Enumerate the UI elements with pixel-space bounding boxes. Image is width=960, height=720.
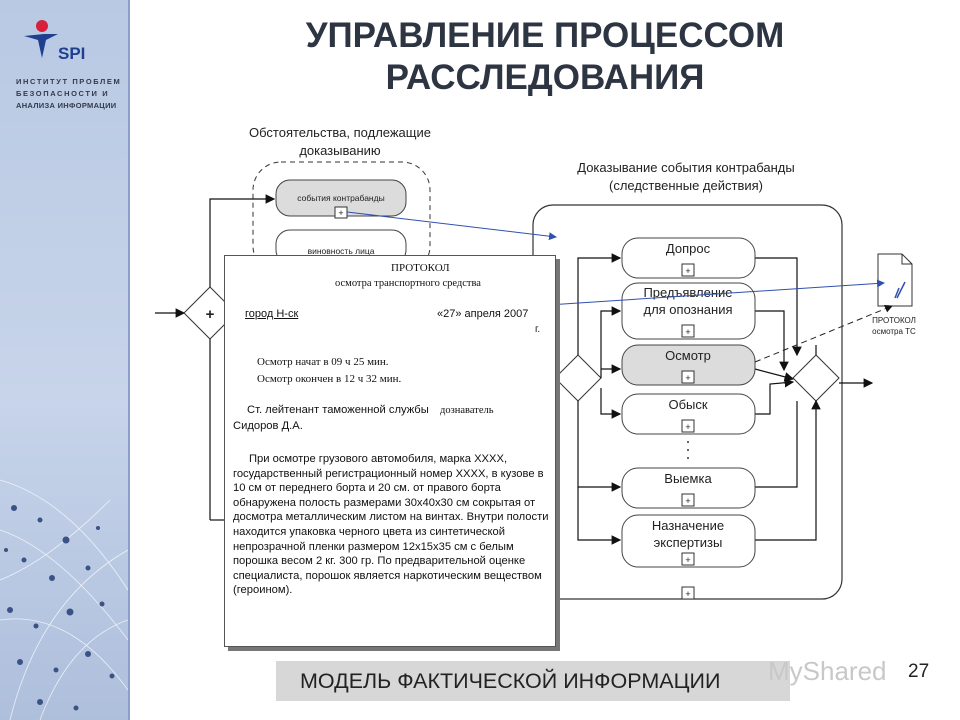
action-plus-markers [681,263,695,600]
protocol-officer-name: Сидоров Д.А. [233,420,303,432]
network-globe-decoration [0,479,128,720]
circ-box-guilt-label: виновность лица [308,246,375,256]
protocol-date: «27» апреля 2007 [437,308,529,320]
action-expertise-line-2: экспертизы [654,535,723,550]
plus-6: + [685,555,690,565]
split-branches [577,253,622,545]
plus-7: + [685,589,690,599]
circ-plus-mark: + [338,208,343,218]
link-events-to-proof [346,211,557,241]
link-protocol-to-document [547,279,885,306]
institute-line-1: ИНСТИТУТ ПРОБЛЕМ [16,77,122,86]
protocol-end-time: Осмотр окончен в 12 ч 32 мин. [257,373,402,385]
circ-box-contraband-label: события контрабанды [297,193,384,203]
proof-label-1: Доказывание события контрабанды [577,160,795,175]
ellipsis-dots [687,441,689,459]
slide-title-line-2: РАССЛЕДОВАНИЯ [385,58,705,97]
doc-caption-line-2: осмотра ТС [872,327,916,336]
left-gateway-plus: + [206,306,215,323]
sidebar-divider [128,0,130,720]
proof-label-2: (следственные действия) [609,178,763,193]
action-identification-line-1: Предъявление [643,285,732,300]
merge-gateway [792,354,840,402]
doc-caption-line-1: ПРОТОКОЛ [872,316,916,325]
plus-4: + [685,422,690,432]
plus-5: + [685,496,690,506]
plus-1: + [685,266,690,276]
plus-3: + [685,373,690,383]
action-boxes [621,237,756,568]
protocol-subheading: осмотра транспортного средства [335,278,481,289]
slide-title-line-1: УПРАВЛЕНИЕ ПРОЦЕССОМ [305,16,785,55]
split-gateway [554,354,602,402]
logo-text: SPI [58,44,86,63]
protocol-heading: ПРОТОКОЛ [391,262,450,274]
page-number: 27 [908,661,930,682]
bottom-banner: МОДЕЛЬ ФАКТИЧЕСКОЙ ИНФОРМАЦИИ [276,661,790,701]
circumstances-label-2: доказыванию [299,143,381,158]
institute-line-2: БЕЗОПАСНОСТИ И [16,89,110,98]
circumstances-label-1: Обстоятельства, подлежащие [249,125,431,140]
action-search: Обыск [668,397,707,412]
protocol-body: При осмотре грузового автомобиля, марка … [233,453,549,597]
merge-branches [754,257,821,541]
action-interrogation: Допрос [666,241,711,256]
protocol-officer-rank: Ст. лейтенант таможенной службы [247,404,429,416]
protocol-date-suffix: г. [535,324,541,335]
gateway-to-events-line [209,194,276,287]
action-seizure: Выемка [664,471,712,486]
watermark: MyShared [768,656,887,686]
protocol-officer-role: дознаватель [440,405,494,416]
action-inspection: Осмотр [665,348,711,363]
link-inspection-to-document [754,304,893,363]
protocol-start-time: Осмотр начат в 09 ч 25 мин. [257,356,389,368]
protocol-document-icon [877,253,913,307]
action-expertise-line-1: Назначение [652,518,724,533]
institute-line-3: АНАЛИЗА ИНФОРМАЦИИ [16,101,117,110]
sidebar: SPI ИНСТИТУТ ПРОБЛЕМ БЕЗОПАСНОСТИ И АНАЛ… [0,0,130,720]
protocol-city: город Н-ск [245,308,299,320]
bottom-banner-text: МОДЕЛЬ ФАКТИЧЕСКОЙ ИНФОРМАЦИИ [300,669,721,693]
protocol-document: ПРОТОКОЛ осмотра транспортного средства … [224,255,556,647]
plus-2: + [685,327,690,337]
spi-logo-icon [24,20,58,58]
action-identification-line-2: для опознания [643,302,732,317]
